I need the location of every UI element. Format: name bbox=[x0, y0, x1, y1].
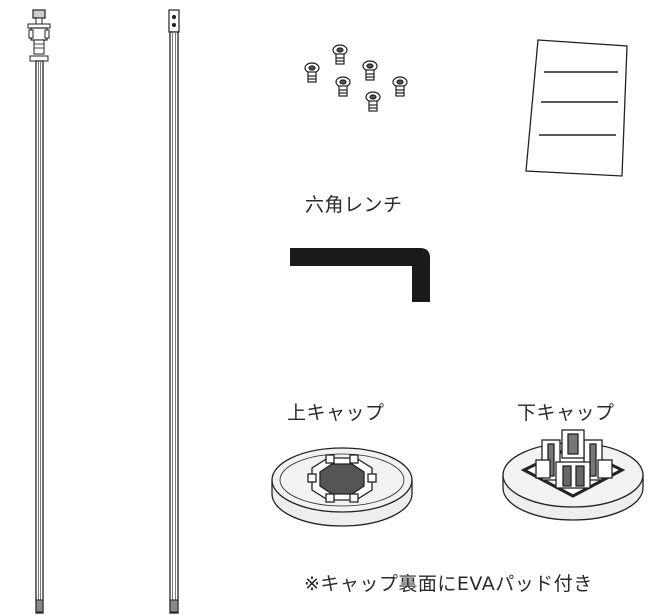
screw-set bbox=[304, 44, 408, 112]
screw bbox=[332, 44, 348, 65]
top-cap-label: 上キャップ bbox=[287, 402, 385, 424]
screw bbox=[335, 76, 351, 97]
hex-wrench bbox=[290, 248, 430, 302]
eva-pad-note: ※キャップ裏面にEVAパッド付き bbox=[304, 573, 593, 595]
screw bbox=[392, 76, 408, 97]
screw bbox=[365, 91, 381, 112]
bottom-cap bbox=[502, 429, 644, 521]
long-pole bbox=[168, 9, 180, 614]
instruction-sheet bbox=[525, 39, 628, 177]
top-cap bbox=[271, 447, 413, 527]
adjustable-pole bbox=[27, 9, 51, 614]
bottom-cap-label: 下キャップ bbox=[517, 402, 615, 424]
screw bbox=[362, 60, 378, 81]
hex-wrench-label: 六角レンチ bbox=[305, 194, 403, 216]
screw bbox=[304, 62, 320, 83]
